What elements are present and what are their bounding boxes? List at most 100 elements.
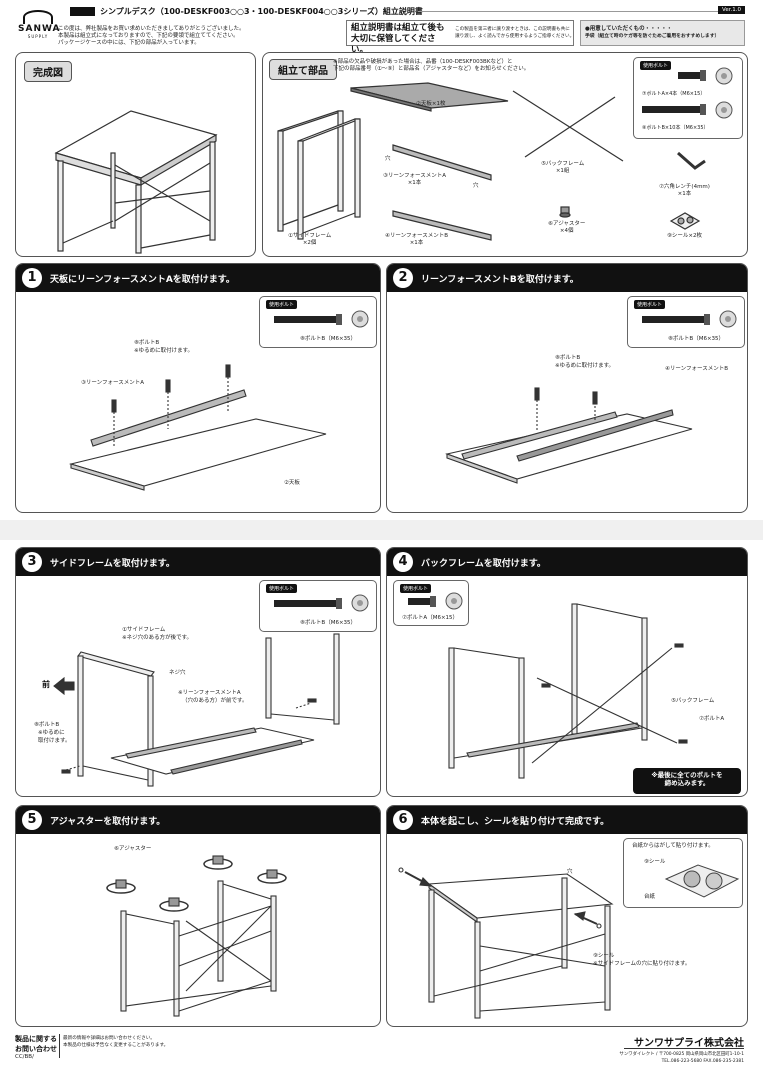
version-badge: Ver.1.0 xyxy=(718,6,745,14)
bolt-a-icon xyxy=(678,67,733,85)
bolt-b-label: ⑧ボルトB×10本（M6×35） xyxy=(642,125,709,131)
page-title: シンプルデスク（100-DESKF003○○3・100-DESKF004○○3シ… xyxy=(100,7,423,16)
bolt-b-icon xyxy=(274,594,369,612)
bolt-b-icon xyxy=(642,310,737,328)
step-4-bolt-title: 使用ボルト xyxy=(400,584,432,593)
step-5-number: 5 xyxy=(22,810,42,830)
part-back-frame-qty: ×1組 xyxy=(555,168,570,174)
step-4-warning-line: 締め込みます。 xyxy=(664,779,710,787)
parts-panel: 組立て部品 ※部品の欠品や破損があった場合は、品番（100-DESKF003BK… xyxy=(262,52,748,257)
footer-disclaimer: 本製品の仕様は予告なく変更することがあります。 xyxy=(63,1043,169,1048)
footer-company: サンワサプライ株式会社 xyxy=(634,1038,744,1049)
parts-note: ※部品の欠品や破損があった場合は、品番（100-DESKF003BKなど）と xyxy=(333,59,513,65)
step-6-header: 6 本体を起こし、シールを貼り付けて完成です。 xyxy=(387,806,747,834)
step-3-label: ※ネジ穴のある方が後です。 xyxy=(122,635,193,641)
bolt-a-label: ⑦ボルトA×4本（M6×15） xyxy=(642,91,706,97)
step-3-label: ネジ穴 xyxy=(169,670,186,676)
step-6-label: ⑨シール xyxy=(644,859,666,865)
part-hex-wrench-label: ⑦六角レンチ(4mm) xyxy=(659,184,710,190)
footer-address: サンワダイレクト / 〒700-0825 岡山県岡山市北区田町1-10-1 xyxy=(619,1052,744,1057)
adjuster-icons xyxy=(106,855,287,912)
step-6-label: ※サイドフレームの穴に貼り付けます。 xyxy=(593,961,691,967)
step-1-label: ⑧ボルトB xyxy=(134,340,160,346)
step-1-illustration xyxy=(68,364,327,491)
step-2-bolt-box: 使用ボルト ⑧ボルトB（M6×35） xyxy=(627,296,745,348)
keep-notice: 組立説明書は組立て後も大切に保管してください。 xyxy=(351,23,445,55)
step-1-bolt-box: 使用ボルト ⑧ボルトB（M6×35） xyxy=(259,296,377,348)
footer-code: CC/BB/ xyxy=(15,1054,34,1060)
part-seal-label: ⑨シール×2枚 xyxy=(667,233,703,239)
step-4-title: バックフレームを取付けます。 xyxy=(421,558,546,569)
part-hex-wrench-qty: ×1本 xyxy=(677,191,692,197)
step-6-title: 本体を起こし、シールを貼り付けて完成です。 xyxy=(421,816,610,827)
step-6-label: ⑨シール xyxy=(593,953,615,959)
step-3-panel: 3 サイドフレームを取付けます。 使用ボルト ⑧ボルトB（M6×35） xyxy=(15,547,381,797)
prepare-line: ●用意していただくもの・・・・・ xyxy=(585,26,673,32)
step-4-bolt-box: 使用ボルト ⑦ボルトA（M6×15） xyxy=(393,580,469,626)
step-4-warning: ※最後に全てのボルトを 締め込みます。 xyxy=(633,768,741,794)
step-3-label: ⑧ボルトB xyxy=(34,722,60,728)
brand-logo: SANWA SUPPLY xyxy=(18,10,61,46)
part-reinforce-b-label: ④リーンフォースメントB xyxy=(385,233,448,239)
step-1-panel: 1 天板にリーンフォースメントAを取付けます。 使用ボルト ⑧ボルトB（M6×3… xyxy=(15,263,381,513)
step-4-warning-line: ※最後に全てのボルトを xyxy=(651,771,723,779)
step-2-title: リーンフォースメントBを取付けます。 xyxy=(421,274,579,285)
keep-notice-box: 組立説明書は組立て後も大切に保管してください。 この製品を第三者に譲り渡すときは… xyxy=(346,20,575,55)
parts-illustration xyxy=(277,82,706,241)
step-1-number: 1 xyxy=(22,268,42,288)
step-4-number: 4 xyxy=(393,552,413,572)
step-6-label: 穴 xyxy=(567,869,573,875)
step-1-label: ③リーンフォースメントA xyxy=(81,380,144,386)
step-4-bolt-label: ⑦ボルトA（M6×15） xyxy=(402,615,459,621)
step-3-bolt-label: ⑧ボルトB（M6×35） xyxy=(300,620,357,626)
step-3-header: 3 サイドフレームを取付けます。 xyxy=(16,548,380,576)
step-3-bolt-box: 使用ボルト ⑧ボルトB（M6×35） xyxy=(259,580,377,632)
step-2-label: ※ゆるめに取付けます。 xyxy=(555,363,615,369)
step-4-illustration xyxy=(448,603,688,779)
step-3-label: ※リーンフォースメントA xyxy=(178,690,241,696)
step-5-label: ⑥アジャスター xyxy=(114,846,152,852)
footer-disclaimer: 最新の情報や詳細はお問い合わせください。 xyxy=(63,1036,155,1041)
step-1-bolt-title: 使用ボルト xyxy=(266,300,298,309)
complete-label: 完成図 xyxy=(24,61,72,82)
step-2-label: ④リーンフォースメントB xyxy=(665,366,728,372)
part-adjuster-label: ⑥アジャスター xyxy=(548,221,586,227)
prepare-line: 手袋（組立て時のケガ等を防ぐためご着用をおすすめします） xyxy=(585,34,720,39)
step-4-label: ⑦ボルトA xyxy=(699,716,725,722)
step-5-panel: 5 アジャスターを取付けます。 ⑥アジャスター xyxy=(15,805,381,1027)
part-top-label: ②天板×1枚 xyxy=(416,101,446,107)
step-6-number: 6 xyxy=(393,810,413,830)
keep-sub-line: この製品を第三者に譲り渡すときは、この説明書も共に xyxy=(455,27,570,32)
complete-desk-illustration xyxy=(54,110,218,254)
step-3-label: ①サイドフレーム xyxy=(122,627,166,633)
footer-contact-line: 製品に関する xyxy=(15,1035,57,1043)
step-5-header: 5 アジャスターを取付けます。 xyxy=(16,806,380,834)
part-side-frame-qty: ×2個 xyxy=(302,240,317,246)
footer-address: TEL.086-223-5680 FAX.086-235-2381 xyxy=(661,1059,744,1064)
step-1-header: 1 天板にリーンフォースメントAを取付けます。 xyxy=(16,264,380,292)
part-side-frame-label: ①サイドフレーム xyxy=(288,233,332,239)
step-2-bolt-title: 使用ボルト xyxy=(634,300,666,309)
brand-name: SANWA xyxy=(18,24,61,34)
step-5-title: アジャスターを取付けます。 xyxy=(50,816,166,827)
bolts-title: 使用ボルト xyxy=(640,61,672,70)
parts-note: 下記の部品番号（①～⑨）と部品名（アジャスターなど）をお知らせください。 xyxy=(333,66,530,72)
seal-sheet-icon xyxy=(664,864,740,898)
keep-sub-line: 譲り渡し、よく読んでから使用するようご指導ください。 xyxy=(455,34,575,39)
intro-text: この度は、弊社製品をお買い求めいただきましてありがとうございました。 本製品は組… xyxy=(58,26,273,47)
step-2-label: ⑧ボルトB xyxy=(555,355,581,361)
step-3-bolt-title: 使用ボルト xyxy=(266,584,298,593)
intro-line: 本製品は組立式になっておりますので、下記の要領で組立ててください。 xyxy=(58,33,239,39)
part-hole-label-2: 穴 xyxy=(473,183,479,189)
step-1-label: ※ゆるめに取付けます。 xyxy=(134,348,194,354)
step-1-title: 天板にリーンフォースメントAを取付けます。 xyxy=(50,274,235,285)
step-2-illustration xyxy=(445,387,693,484)
step-3-label: ※ゆるめに xyxy=(38,730,65,736)
step-6-panel: 6 本体を起こし、シールを貼り付けて完成です。 台紙からはがして貼り付けます。 … xyxy=(386,805,748,1027)
part-reinforce-a-qty: ×1本 xyxy=(407,180,422,186)
step-2-header: 2 リーンフォースメントBを取付けます。 xyxy=(387,264,747,292)
step-2-panel: 2 リーンフォースメントBを取付けます。 使用ボルト ⑧ボルトB（M6×35） … xyxy=(386,263,748,513)
step-2-number: 2 xyxy=(393,268,413,288)
step-3-label: 取付けます。 xyxy=(38,738,71,744)
title-bar: シンプルデスク（100-DESKF003○○3・100-DESKF004○○3シ… xyxy=(70,6,745,18)
